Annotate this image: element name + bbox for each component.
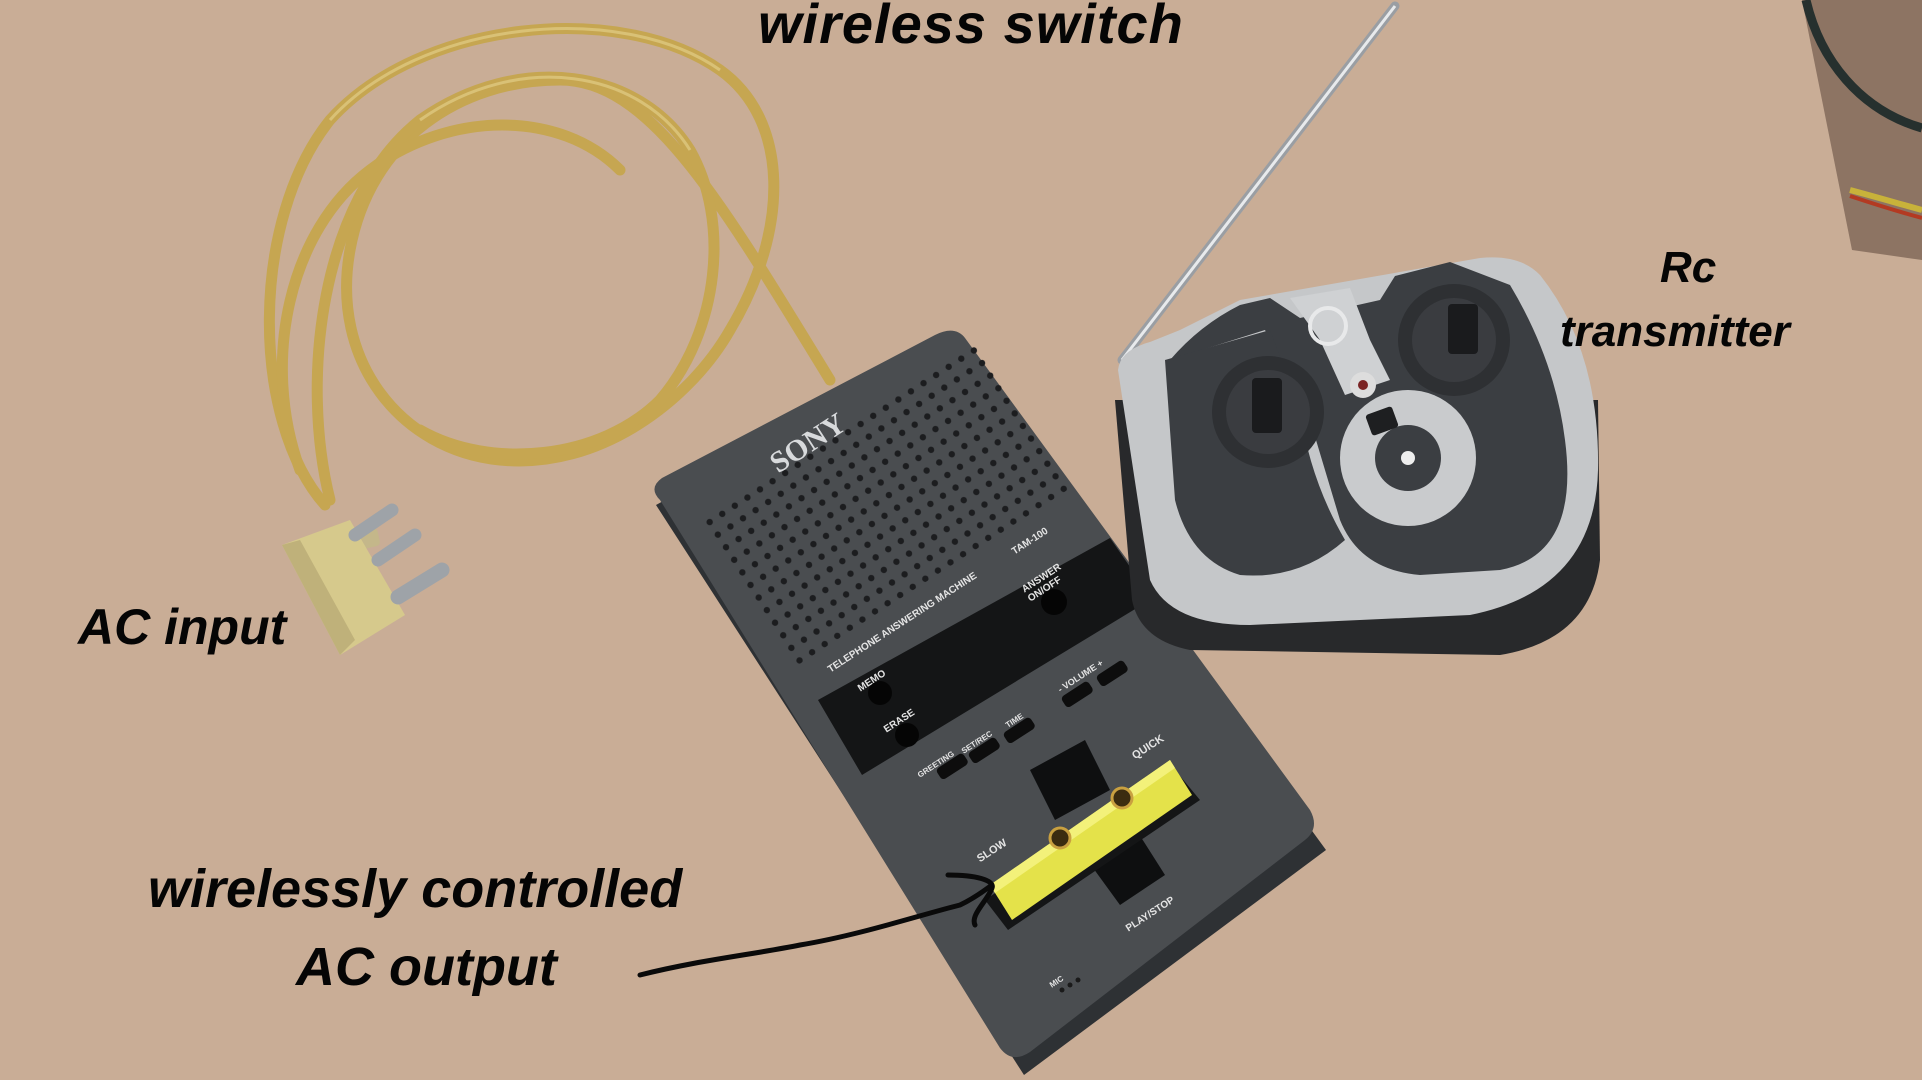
- power-switch[interactable]: [1365, 406, 1399, 436]
- ac-output-label-line2: AC output: [296, 937, 557, 997]
- volume-up-button[interactable]: [1095, 659, 1129, 687]
- title-label: wireless switch: [758, 0, 1184, 55]
- volume-down-button[interactable]: [1060, 680, 1094, 708]
- left-joystick[interactable]: [1252, 378, 1282, 433]
- right-joystick[interactable]: [1448, 304, 1478, 354]
- rc-transmitter-label-line2: transmitter: [1560, 307, 1790, 356]
- greeting-button[interactable]: [935, 752, 969, 780]
- speaker-grille: [700, 340, 1073, 667]
- ac-output-label-line1: wirelessly controlled: [148, 859, 683, 919]
- rc-transmitter: [1115, 1, 1600, 655]
- ac-plug: [282, 503, 450, 655]
- ac-input-label: AC input: [78, 599, 287, 655]
- time-button[interactable]: [1002, 716, 1036, 744]
- ac-output-socket: [990, 760, 1192, 920]
- play-slot-top: [1030, 740, 1110, 820]
- erase-button[interactable]: [895, 723, 919, 747]
- annotation-arrow: [637, 872, 995, 978]
- answering-machine: [654, 330, 1326, 1075]
- memo-button[interactable]: [868, 681, 892, 705]
- answer-onoff-button[interactable]: [1041, 589, 1067, 615]
- rc-transmitter-label-line1: Rc: [1660, 243, 1717, 292]
- set-rec-button[interactable]: [967, 736, 1001, 764]
- control-panel: [818, 538, 1150, 775]
- floor-corner: [1801, 0, 1922, 260]
